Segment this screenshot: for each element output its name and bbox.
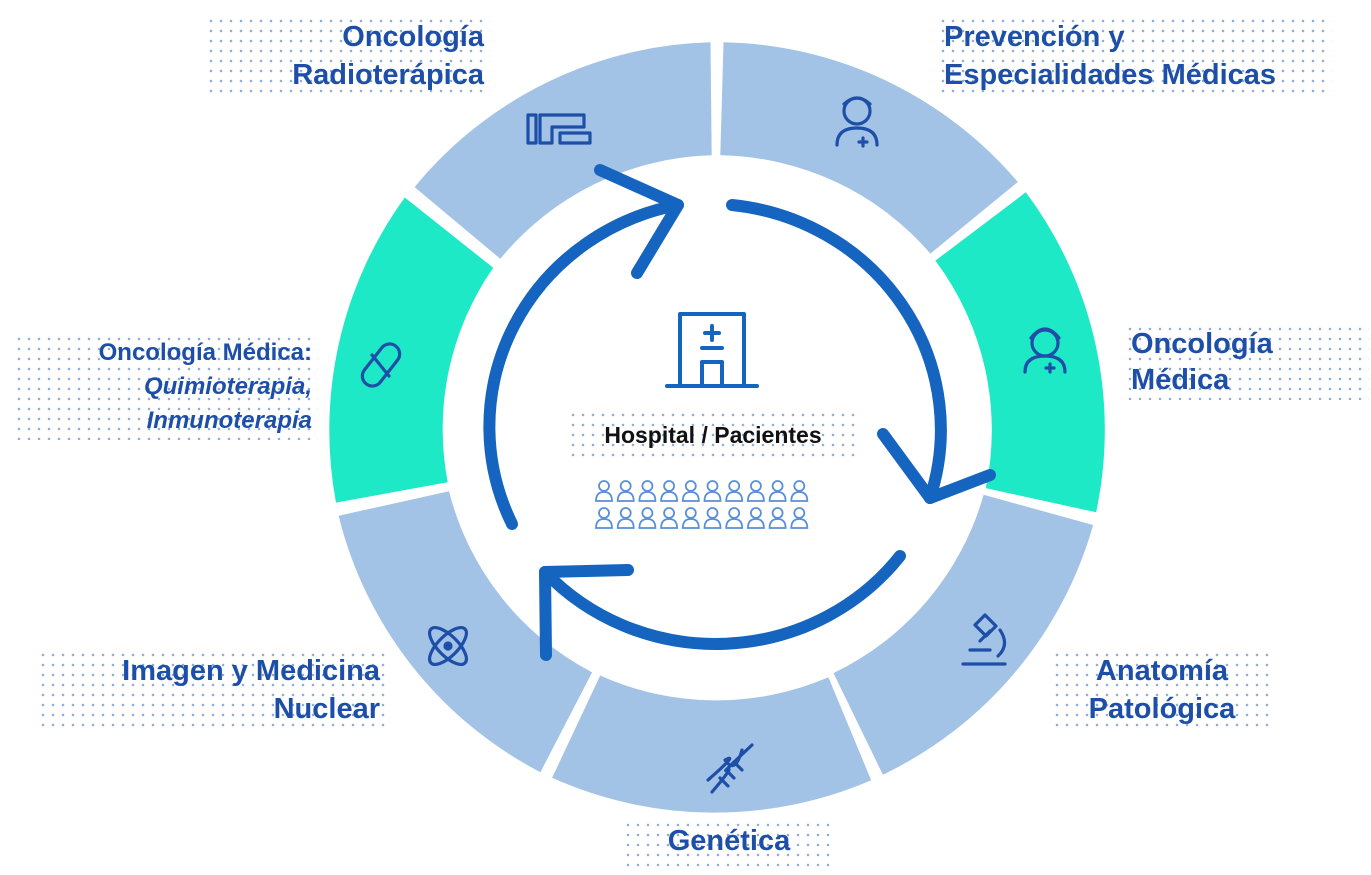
segment-genetica — [552, 675, 872, 813]
patients-icon — [595, 480, 809, 529]
label-imagen: Imagen y Medicina Nuclear — [38, 650, 386, 730]
label-genetica: Genética — [623, 820, 835, 870]
patient-figure — [790, 480, 809, 502]
cycle-arrow-1 — [483, 199, 684, 530]
patient-figure — [681, 507, 700, 529]
patient-figure — [790, 507, 809, 529]
segment-radioterapia — [414, 42, 712, 259]
patient-figure — [746, 480, 765, 502]
label-imagen-line1: Imagen y Medicina — [122, 655, 380, 687]
segment-prevencion — [720, 42, 1018, 254]
label-anatomia: Anatomía Patológica — [1052, 650, 1272, 730]
label-oncologia-medica: Oncología Médica — [1125, 324, 1369, 400]
doctor-icon — [835, 96, 879, 148]
cycle-arrow-3 — [539, 550, 906, 650]
label-quimio-line3: Inmunoterapia — [146, 407, 312, 434]
label-radioterapia-line2: Radioterápica — [292, 59, 484, 91]
label-oncologia-medica-line2: Médica — [1131, 364, 1230, 396]
segment-anatomia — [833, 494, 1094, 775]
patient-figure — [595, 507, 613, 529]
label-anatomia-line1: Anatomía — [1095, 655, 1229, 687]
cycle-arrow-3-head — [539, 564, 634, 661]
dna-icon — [706, 743, 754, 794]
patient-figure — [638, 507, 657, 529]
cycle-arrow-2 — [726, 199, 947, 504]
label-radioterapia-line1: Oncología — [342, 21, 484, 53]
segment-quimio — [329, 197, 494, 503]
label-anatomia-line2: Patológica — [1088, 693, 1236, 725]
label-quimio-line1: Oncología Médica: — [98, 339, 312, 366]
nurse-icon — [1023, 327, 1067, 374]
hospital-icon — [665, 312, 759, 388]
patient-figure — [616, 480, 635, 502]
label-radioterapia: Oncología Radioterápica — [206, 16, 490, 96]
segment-oncologia-medica — [935, 192, 1105, 513]
patient-figure — [703, 480, 722, 502]
patient-figure — [616, 507, 635, 529]
label-prevencion-line1: Prevención y — [944, 21, 1125, 53]
patient-figure — [681, 480, 700, 502]
radiotherapy-machine-icon — [526, 113, 592, 145]
pill-icon — [360, 342, 402, 388]
patient-figure — [725, 507, 744, 529]
atom-icon — [428, 626, 468, 666]
patient-figure — [703, 507, 722, 529]
patient-figure — [660, 507, 679, 529]
cycle-arrow-2-head — [877, 428, 996, 504]
label-quimio: Oncología Médica: Quimioterapia, Inmunot… — [14, 334, 318, 440]
patient-figure — [746, 507, 765, 529]
label-prevencion: Prevención y Especialidades Médicas — [938, 16, 1332, 96]
patient-figure — [768, 507, 787, 529]
label-oncologia-medica-line1: Oncología — [1131, 328, 1273, 360]
label-quimio-line2: Quimioterapia, — [143, 373, 312, 400]
patient-figure — [725, 480, 744, 502]
center-title: Hospital / Pacientes — [568, 410, 858, 460]
label-imagen-line2: Nuclear — [273, 693, 380, 725]
patient-figure — [595, 480, 613, 502]
patient-figure — [638, 480, 657, 502]
label-prevencion-line2: Especialidades Médicas — [944, 59, 1277, 91]
label-genetica-line1: Genética — [667, 825, 791, 857]
microscope-icon — [961, 613, 1007, 666]
patient-figure — [768, 480, 787, 502]
cycle-arrow-1-head — [594, 164, 684, 279]
patient-figure — [660, 480, 679, 502]
